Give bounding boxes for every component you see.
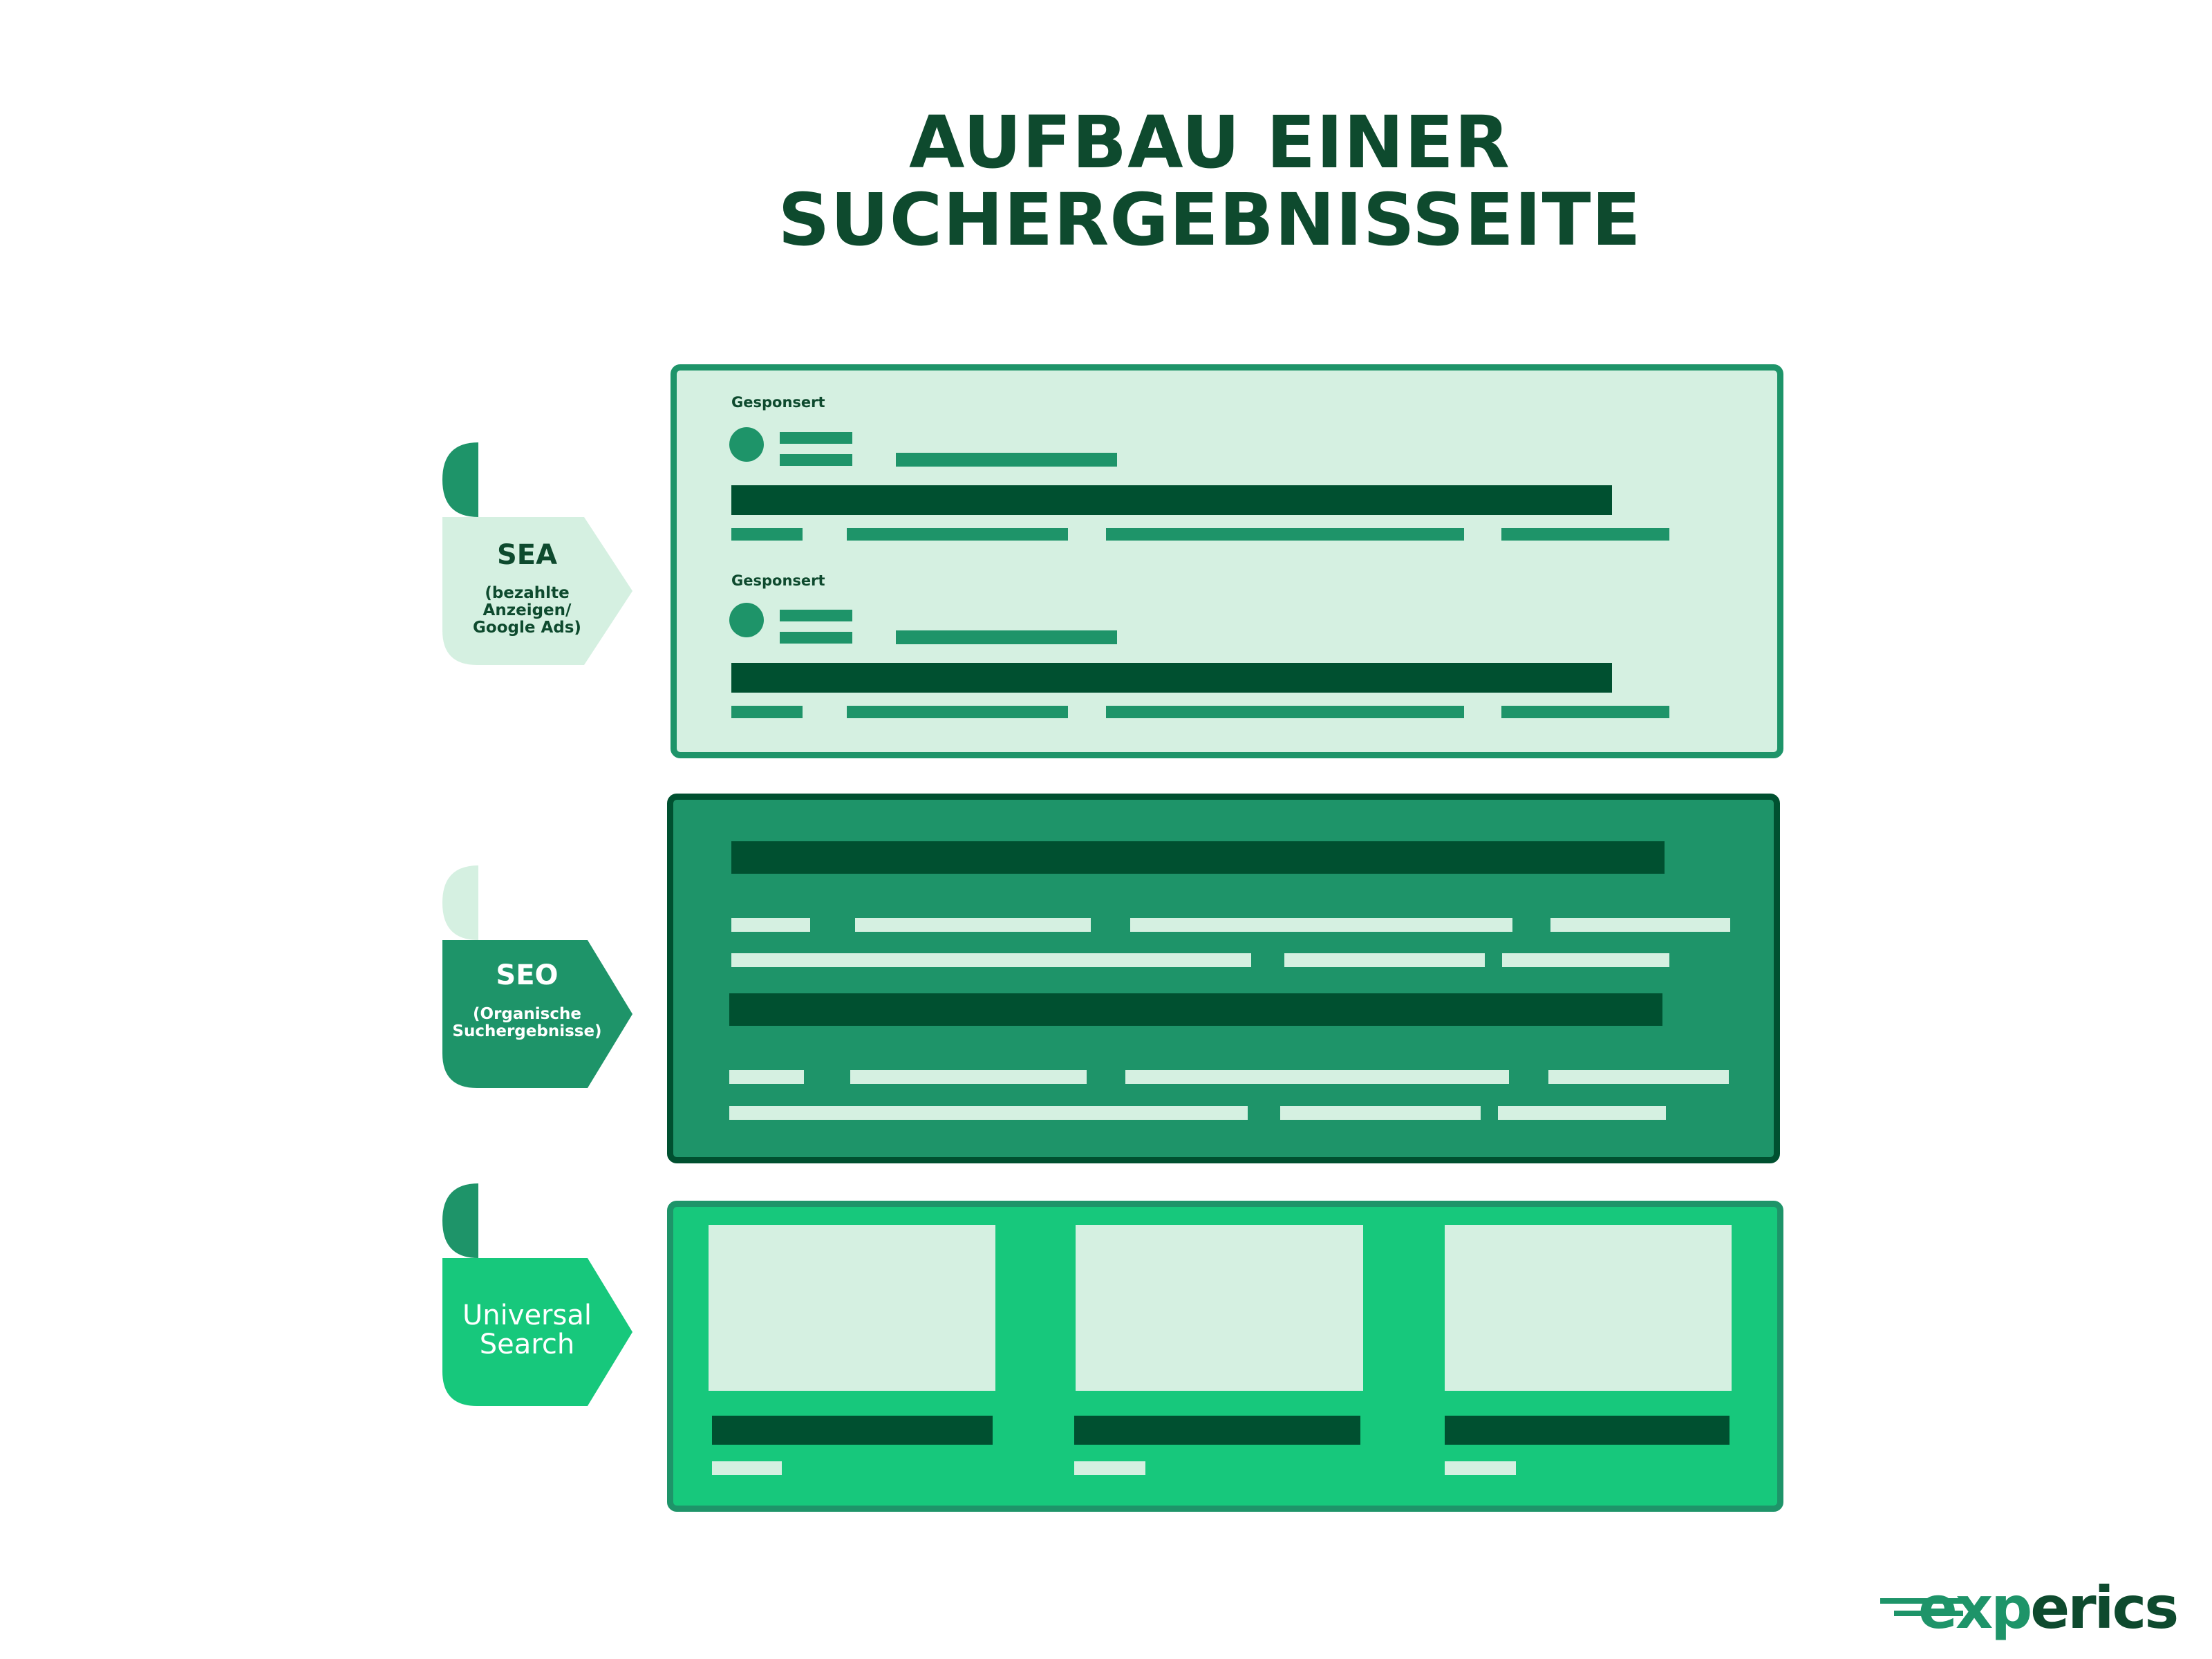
ad-headline-bar bbox=[731, 485, 1612, 515]
site-name-line bbox=[780, 454, 852, 466]
organic-desc-line bbox=[1284, 953, 1485, 967]
universal-search-label-line-1: Universal bbox=[462, 1300, 592, 1331]
organic-desc-line bbox=[855, 918, 1091, 932]
sea-tag-flap bbox=[442, 442, 478, 517]
ad-headline-bar bbox=[731, 663, 1612, 693]
seo-tag-label: SEO bbox=[496, 959, 559, 991]
page-title-line-2: SUCHERGEBNISSEITE bbox=[778, 178, 1642, 262]
url-line bbox=[896, 453, 1117, 467]
seo-tag-sublabel: (Organische Suchergebnisse) bbox=[452, 1005, 602, 1040]
seo-tag-body bbox=[442, 940, 632, 1088]
ad-desc-line bbox=[1106, 528, 1464, 541]
ad-desc-line bbox=[731, 706, 803, 718]
logo-text: experics bbox=[1918, 1573, 2179, 1642]
organic-desc-line bbox=[1125, 1070, 1509, 1084]
organic-desc-line bbox=[731, 918, 810, 932]
site-name-line bbox=[780, 432, 852, 444]
universal-card-image bbox=[709, 1225, 995, 1391]
universal-card-image bbox=[1076, 1225, 1363, 1391]
ad-desc-line bbox=[1501, 706, 1669, 718]
url-line bbox=[896, 630, 1117, 644]
ad-desc-line bbox=[847, 706, 1068, 718]
universal-card-title-bar bbox=[1074, 1416, 1360, 1445]
universal-card-meta-line bbox=[1074, 1461, 1145, 1475]
organic-desc-line bbox=[1130, 918, 1512, 932]
organic-desc-line bbox=[1498, 1106, 1666, 1120]
universal-search-tag-flap bbox=[442, 1183, 478, 1258]
sea-tag-label: SEA bbox=[496, 539, 558, 571]
organic-headline-bar bbox=[729, 993, 1662, 1026]
universal-card-title-bar bbox=[1445, 1416, 1730, 1445]
sea-panel bbox=[671, 364, 1783, 758]
site-name-line bbox=[780, 610, 852, 621]
universal-search-label-line-2: Search bbox=[479, 1329, 575, 1360]
page-title-line-1: AUFBAU EINER bbox=[909, 100, 1510, 185]
ad-desc-line bbox=[1106, 706, 1464, 718]
ad-desc-line bbox=[847, 528, 1068, 541]
organic-headline-bar bbox=[731, 841, 1665, 874]
universal-search-tag bbox=[442, 1183, 632, 1406]
sea-tag bbox=[442, 442, 632, 665]
organic-desc-line bbox=[1280, 1106, 1481, 1120]
page-title: AUFBAU EINER SUCHERGEBNISSEITE bbox=[0, 104, 2212, 259]
site-name-line bbox=[780, 632, 852, 644]
sponsored-label-2: Gesponsert bbox=[731, 572, 825, 589]
universal-search-tag-label: Universal Search bbox=[442, 1301, 612, 1359]
sea-tag-sublabel: (bezahlte Anzeigen/ Google Ads) bbox=[473, 584, 581, 637]
ad-desc-line bbox=[1501, 528, 1669, 541]
experics-logo: experics bbox=[1880, 1573, 2191, 1652]
universal-card-meta-line bbox=[712, 1461, 782, 1475]
logo-text-part-2: erics bbox=[2030, 1574, 2179, 1642]
favicon-dot bbox=[729, 427, 764, 462]
speed-lines-icon bbox=[1880, 1598, 1963, 1616]
seo-tag-flap bbox=[442, 865, 478, 940]
favicon-dot bbox=[729, 603, 764, 637]
logo-text-part-1: exp bbox=[1918, 1574, 2032, 1642]
sponsored-label-1: Gesponsert bbox=[731, 394, 825, 411]
seo-tag bbox=[442, 865, 632, 1088]
sea-tag-body bbox=[442, 517, 632, 665]
organic-desc-line bbox=[731, 953, 1251, 967]
universal-card-title-bar bbox=[712, 1416, 993, 1445]
universal-search-tag-body bbox=[442, 1258, 632, 1406]
organic-desc-line bbox=[1502, 953, 1669, 967]
ad-desc-line bbox=[731, 528, 803, 541]
organic-desc-line bbox=[850, 1070, 1087, 1084]
universal-card-image bbox=[1445, 1225, 1732, 1391]
organic-desc-line bbox=[729, 1070, 804, 1084]
universal-card-meta-line bbox=[1445, 1461, 1516, 1475]
organic-desc-line bbox=[1548, 1070, 1729, 1084]
organic-desc-line bbox=[1550, 918, 1730, 932]
organic-desc-line bbox=[729, 1106, 1248, 1120]
